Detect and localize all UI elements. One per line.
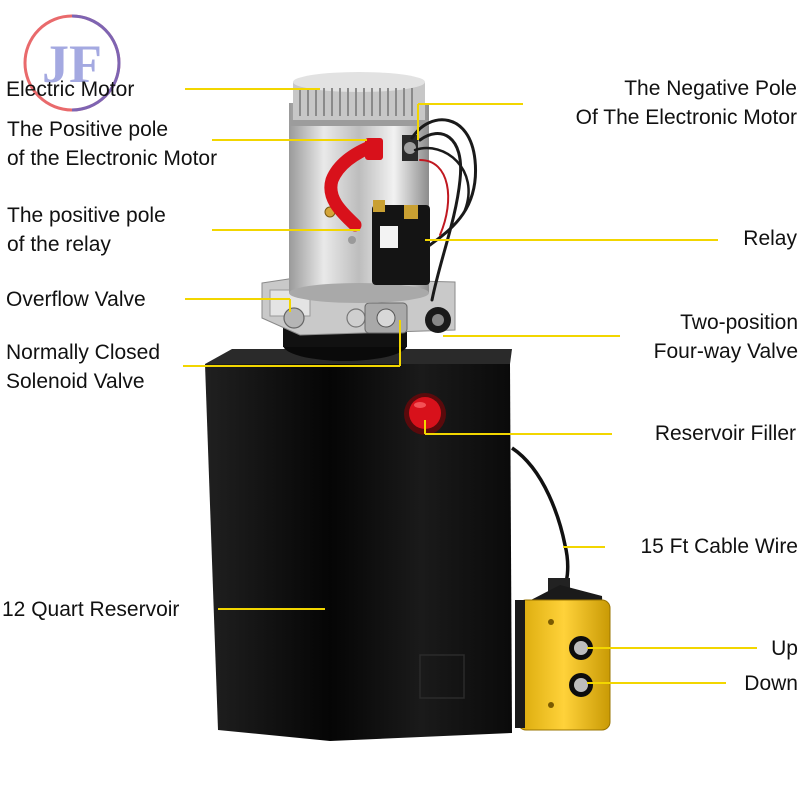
filler-cap (404, 393, 446, 435)
label-electric-motor: Electric Motor (6, 75, 134, 104)
relay-unit (372, 200, 430, 285)
label-line-1: The positive pole (7, 204, 166, 227)
leader-lines (183, 88, 757, 684)
label-text: 15 Ft Cable Wire (640, 535, 798, 558)
pendant-remote (515, 578, 611, 731)
label-positive-pole-relay: The positive pole of the relay (7, 201, 166, 259)
label-line-2: Four-way Valve (653, 340, 798, 363)
remote-cable (511, 446, 570, 601)
label-down: Down (744, 669, 798, 698)
label-line-2: of the relay (7, 233, 111, 256)
label-up: Up (771, 634, 798, 663)
label-line-1: Two-position (680, 311, 798, 334)
label-line-1: The Positive pole (7, 118, 169, 141)
tank-side (205, 364, 330, 741)
label-text: 12 Quart Reservoir (2, 598, 180, 621)
tank-front (330, 364, 512, 741)
label-negative-pole: The Negative Pole Of The Electronic Moto… (576, 74, 797, 132)
label-line-2: Solenoid Valve (6, 370, 145, 393)
label-text: Reservoir Filler (654, 422, 796, 445)
label-line-1: Normally Closed (6, 341, 161, 364)
label-text: Up (771, 637, 798, 660)
label-text: Relay (743, 227, 797, 250)
label-reservoir-filler: Reservoir Filler (655, 419, 796, 448)
label-positive-pole-motor: The Positive pole of the Electronic Moto… (7, 115, 217, 173)
positive-terminal-boot (324, 138, 383, 232)
overflow-valve-fitting (283, 307, 305, 329)
label-two-position-valve: Two-position Four-way Valve (654, 308, 798, 366)
label-text: Electric Motor (6, 78, 135, 101)
tank-recess (419, 654, 465, 699)
label-text: Down (744, 672, 798, 695)
reservoir-tank (205, 349, 512, 741)
label-line-2: Of The Electronic Motor (575, 106, 797, 129)
label-12-quart-reservoir: 12 Quart Reservoir (2, 595, 179, 624)
label-line-1: The Negative Pole (624, 77, 797, 100)
label-cable-wire: 15 Ft Cable Wire (640, 532, 798, 561)
label-text: Overflow Valve (6, 288, 146, 311)
label-normally-closed: Normally Closed Solenoid Valve (6, 338, 160, 396)
label-relay: Relay (743, 224, 797, 253)
wiring-harness (410, 118, 478, 302)
brand-logo: JF (23, 14, 121, 112)
label-overflow-valve: Overflow Valve (6, 285, 146, 314)
negative-terminal (402, 135, 418, 161)
logo-letters: JF (42, 34, 102, 94)
label-line-2: of the Electronic Motor (7, 147, 218, 170)
